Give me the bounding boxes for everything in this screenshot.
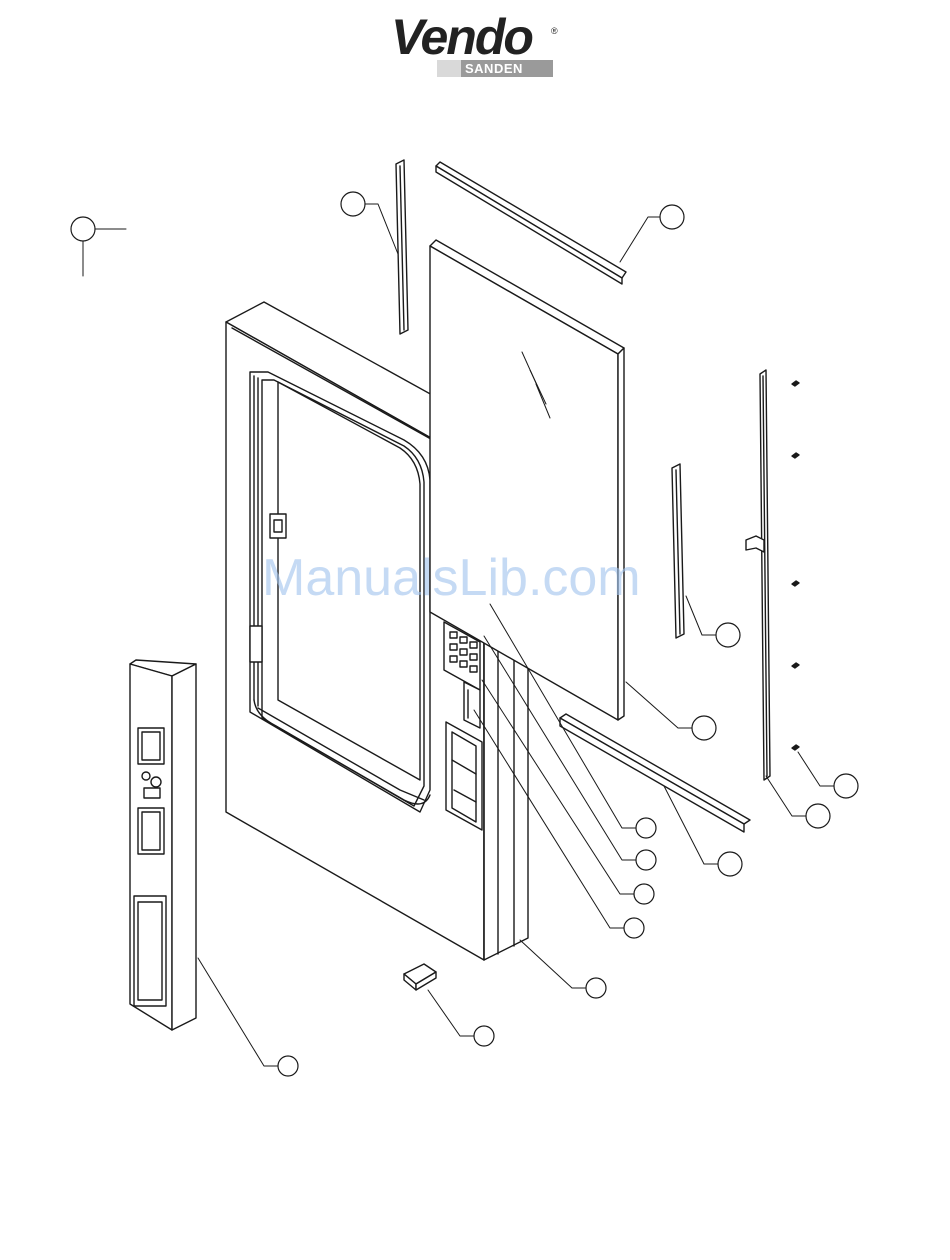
left-glass-channel [396, 160, 408, 334]
callout-15 [278, 1056, 298, 1076]
callout-01 [71, 217, 95, 241]
screw-set [792, 381, 799, 750]
callout-06 [834, 774, 858, 798]
callout-07 [806, 804, 830, 828]
door-bracket [404, 964, 436, 990]
callout-03 [660, 205, 684, 229]
callout-14 [474, 1026, 494, 1046]
callout-04 [716, 623, 740, 647]
callout-09 [636, 818, 656, 838]
front-trim-panel [130, 660, 196, 1030]
callout-05 [692, 716, 716, 740]
callout-10 [636, 850, 656, 870]
callout-11 [634, 884, 654, 904]
bottom-channel-rail [560, 714, 750, 832]
hinge-rail [746, 370, 770, 780]
callout-02 [341, 192, 365, 216]
right-glass-channel [672, 464, 684, 638]
callout-13 [586, 978, 606, 998]
callout-12 [624, 918, 644, 938]
callout-08 [718, 852, 742, 876]
manualslib-watermark: ManualsLib.com [262, 548, 641, 608]
